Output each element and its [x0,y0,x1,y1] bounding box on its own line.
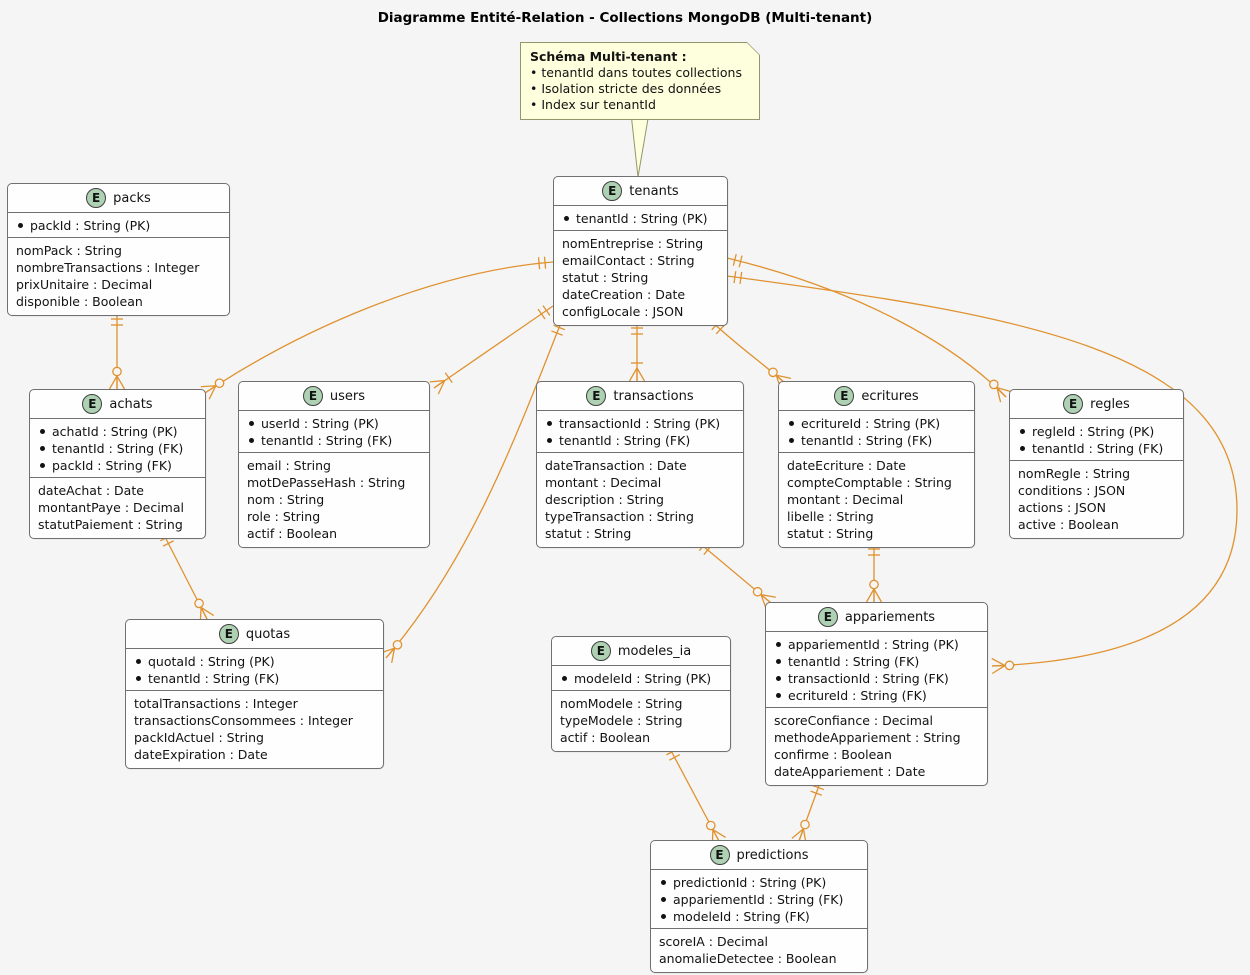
relationship-appariements-predictions [791,779,825,844]
relationship-tenants-quotas [380,319,565,664]
relationship-ecritures-appariements [865,541,883,603]
note-pointer [630,112,650,178]
relationship-tenants-appariements [726,271,1238,675]
relationship-achats-quotas [159,530,215,623]
relationship-transactions-appariements [696,540,776,609]
relationship-modeles_ia-predictions [666,744,726,845]
relationship-tenants-ecritures [709,319,792,390]
diagram-title: Diagramme Entité-Relation - Collections … [377,10,873,26]
relationship-packs-achats [108,311,126,390]
relationship-tenants-users [429,305,554,395]
relationship-tenants-regles [726,253,1012,403]
relationship-tenants-transactions [628,320,646,382]
relationship-tenants-achats [200,256,554,400]
